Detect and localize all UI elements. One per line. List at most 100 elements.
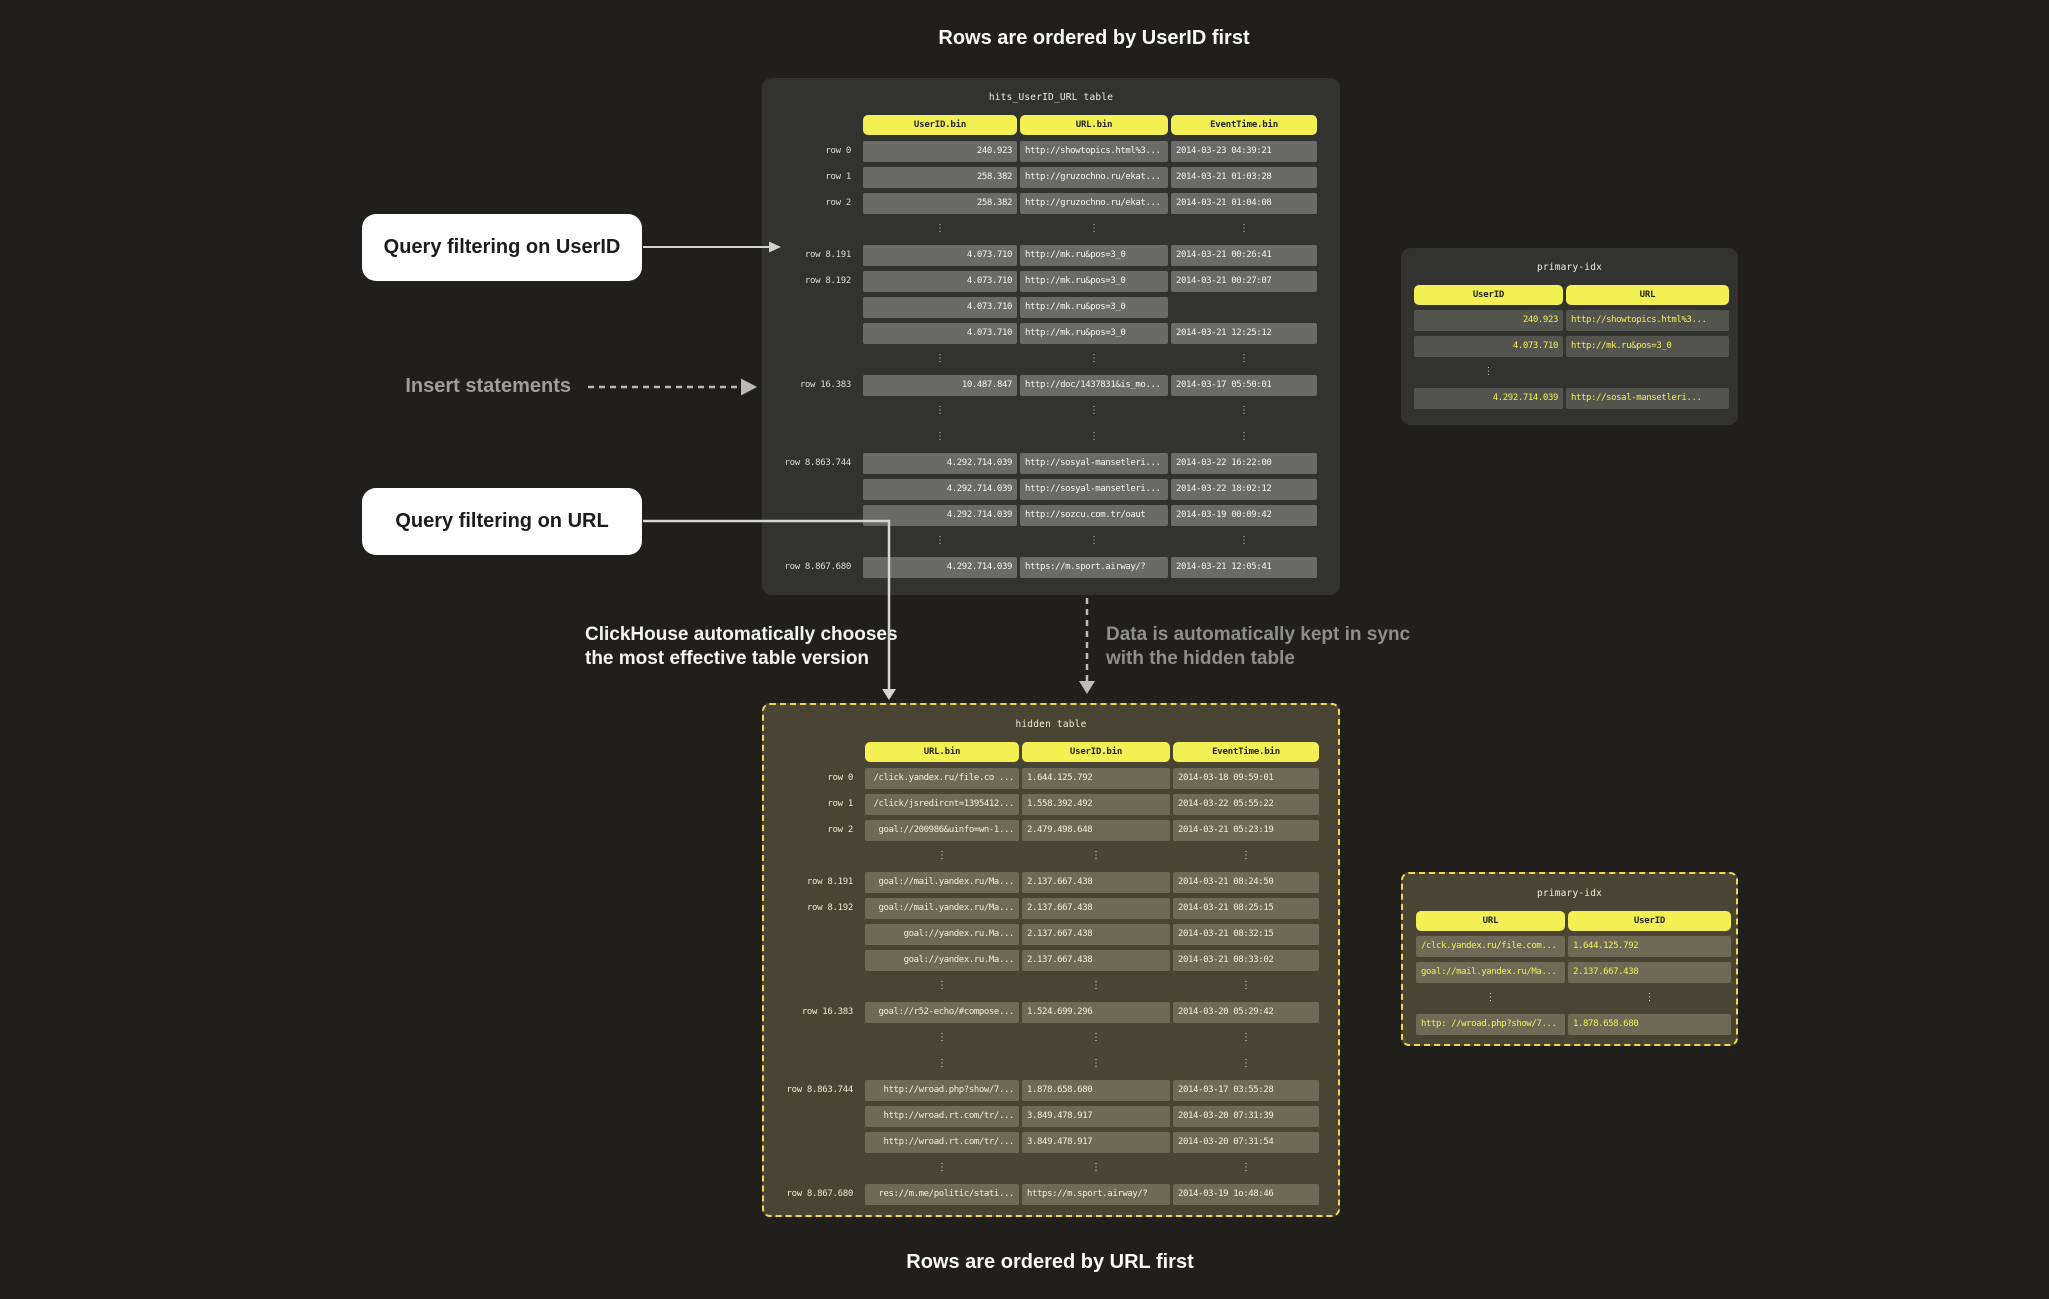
- table-cell: http: //wroad.php?show/7...: [1416, 1014, 1565, 1035]
- kept-in-sync-line2: with the hidden table: [1106, 648, 1295, 669]
- table-cell: [1171, 297, 1317, 318]
- table-row: ⋮⋮⋮: [764, 846, 1338, 867]
- table-cell: 4.073.710: [863, 297, 1017, 318]
- ellipsis: ⋮: [1089, 223, 1099, 234]
- row-label: [762, 323, 860, 344]
- ellipsis: ⋮: [937, 1032, 947, 1043]
- column-header: URL.bin: [1020, 115, 1168, 135]
- ellipsis: ⋮: [937, 980, 947, 991]
- table-cell: 2014-03-21 05:23:19: [1173, 820, 1319, 841]
- table-row: row 1/click/jsredircnt=1395412...1.558.3…: [764, 794, 1338, 815]
- table-cell: 2014-03-17 05:50:01: [1171, 375, 1317, 396]
- ellipsis: ⋮: [1644, 992, 1655, 1003]
- table-row: /clck.yandex.ru/file.com...1.644.125.792: [1416, 936, 1736, 957]
- table-cell: /clck.yandex.ru/file.com...: [1416, 936, 1565, 957]
- row-label: row 1: [825, 172, 851, 182]
- table-cell: 2014-03-21 01:04:08: [1171, 193, 1317, 214]
- row-label: row 16.383: [801, 1007, 853, 1017]
- column-header: EventTime.bin: [1173, 742, 1319, 762]
- kept-in-sync-line1: Data is automatically kept in sync: [1106, 624, 1411, 645]
- row-label: row 8.191: [806, 877, 853, 887]
- table-cell: goal://mail.yandex.ru/Ma...: [865, 872, 1019, 893]
- table-cell: /click/jsredircnt=1395412...: [865, 794, 1019, 815]
- table-cell: https://m.sport.airway/?: [1020, 557, 1168, 578]
- row-label: [764, 846, 862, 867]
- row-label-spacer: [764, 742, 862, 763]
- ellipsis: ⋮: [935, 223, 945, 234]
- row-label-spacer: [762, 115, 860, 136]
- ellipsis: ⋮: [937, 850, 947, 861]
- row-label: [762, 505, 860, 526]
- clickhouse-chooses-note: ClickHouse automatically chooses the mos…: [585, 623, 898, 671]
- row-label: [762, 219, 860, 240]
- table-cell: 2014-03-22 16:22:00: [1171, 453, 1317, 474]
- column-header: UserID: [1568, 911, 1731, 931]
- table-cell: http://showtopics.html%3...: [1020, 141, 1168, 162]
- row-label: [764, 976, 862, 997]
- table-cell: 10.487.847: [863, 375, 1017, 396]
- table-cell: http://sosyal-mansetleri...: [1020, 479, 1168, 500]
- table-cell: 4.292.714.039: [1414, 388, 1563, 409]
- table-cell: http://gruzochno.ru/ekat...: [1020, 193, 1168, 214]
- ellipsis: ⋮: [935, 353, 945, 364]
- table-cell: http://gruzochno.ru/ekat...: [1020, 167, 1168, 188]
- table-cell: 2.137.667.438: [1022, 950, 1170, 971]
- table-cell: http://mk.ru&pos=3_0: [1020, 323, 1168, 344]
- table-title: primary-idx: [1536, 262, 1603, 273]
- ellipsis: ⋮: [937, 1058, 947, 1069]
- clickhouse-chooses-line1: ClickHouse automatically chooses: [585, 624, 898, 645]
- row-label: row 8.191: [804, 250, 851, 260]
- table-cell: 2014-03-21 08:25:15: [1173, 898, 1319, 919]
- row-label: row 8.192: [806, 903, 853, 913]
- ellipsis: ⋮: [1091, 1032, 1101, 1043]
- table-cell: goal://yandex.ru.Ma...: [865, 950, 1019, 971]
- table-cell: 4.292.714.039: [863, 557, 1017, 578]
- ellipsis: ⋮: [1091, 850, 1101, 861]
- table-row: row 0/click.yandex.ru/file.co ...1.644.1…: [764, 768, 1338, 789]
- ellipsis: ⋮: [1239, 223, 1249, 234]
- table-cell: 2014-03-22 18:02:12: [1171, 479, 1317, 500]
- table-cell: 2014-03-20 05:29:42: [1173, 1002, 1319, 1023]
- table-row: ⋮⋮⋮: [764, 1054, 1338, 1075]
- table-row: ⋮⋮⋮: [762, 427, 1340, 448]
- column-header: EventTime.bin: [1171, 115, 1317, 135]
- table-cell: 2014-03-21 12:25:12: [1171, 323, 1317, 344]
- table-cell: http://wroad.rt.com/tr/...: [865, 1106, 1019, 1127]
- table-cell: 2014-03-21 00:26:41: [1171, 245, 1317, 266]
- table-row: ⋮⋮⋮: [764, 1028, 1338, 1049]
- table-cell: 258.382: [863, 167, 1017, 188]
- column-header: URL.bin: [865, 742, 1019, 762]
- column-header: UserID: [1414, 285, 1563, 305]
- row-label: row 2: [827, 825, 853, 835]
- table-cell: 4.292.714.039: [863, 479, 1017, 500]
- ellipsis: ⋮: [935, 431, 945, 442]
- table-title: primary-idx: [1536, 888, 1603, 899]
- column-header: URL: [1566, 285, 1729, 305]
- table-cell: 1.878.658.680: [1568, 1014, 1731, 1035]
- table-cell: 2014-03-21 08:33:02: [1173, 950, 1319, 971]
- table-cell: 2014-03-19 1o:48:46: [1173, 1184, 1319, 1205]
- query-filtering-url-box: Query filtering on URL: [362, 488, 642, 555]
- table-cell: 2014-03-22 05:55:22: [1173, 794, 1319, 815]
- row-label: [762, 427, 860, 448]
- table-title: hits_UserID_URL table: [988, 92, 1114, 103]
- insert-statements-label: Insert statements: [405, 375, 571, 397]
- table-cell: http://sosyal-mansetleri...: [1020, 453, 1168, 474]
- row-label: row 8.867.680: [786, 1189, 853, 1199]
- table-cell: 4.073.710: [863, 245, 1017, 266]
